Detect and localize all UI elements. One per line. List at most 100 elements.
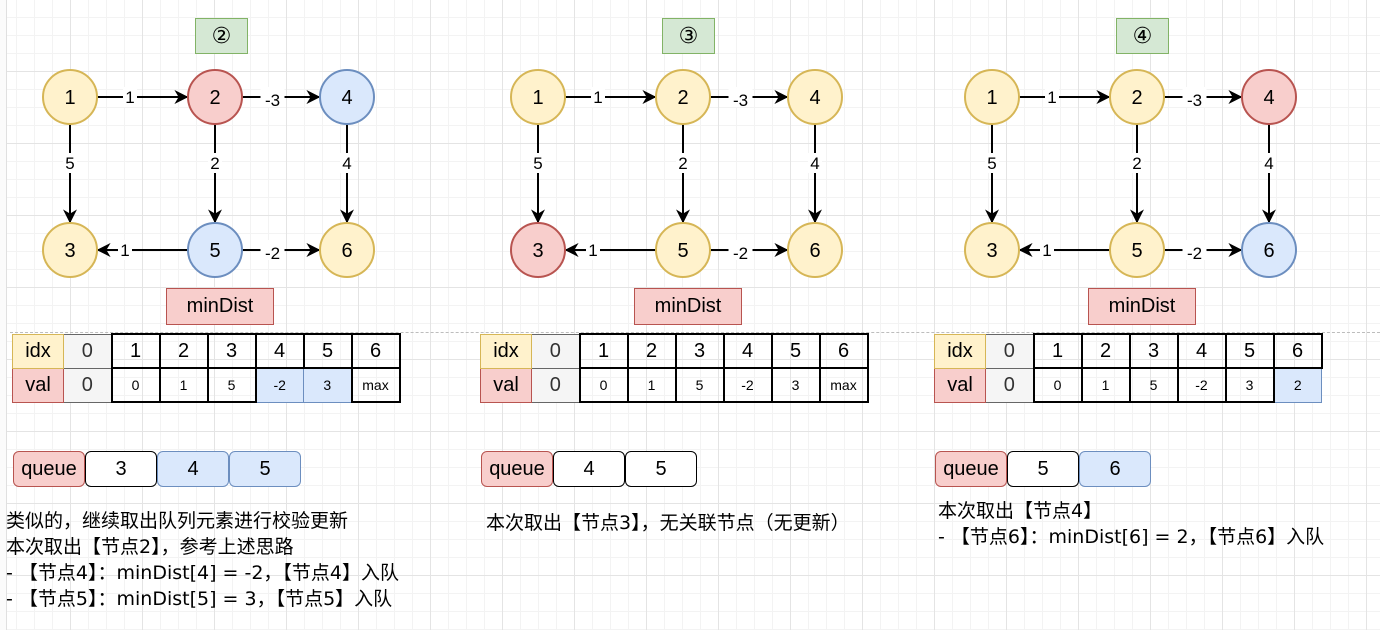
node-circle	[655, 222, 711, 278]
val-cell: 0	[531, 367, 580, 403]
edge-label-bg	[260, 240, 285, 260]
val-cell: 2	[1273, 367, 1322, 403]
edge-label-bg	[260, 87, 285, 107]
val-cell: 5	[674, 367, 725, 403]
queue-label: queue	[481, 451, 553, 487]
edge-label-bg	[1182, 87, 1207, 107]
idx-cell: 4	[722, 333, 773, 369]
node-circle	[319, 69, 375, 125]
val-header: val	[12, 367, 64, 403]
idx-cell: 3	[674, 333, 725, 369]
queue-item: 5	[229, 451, 301, 487]
graph-node-6: 6	[319, 222, 375, 278]
graph-node-3: 3	[42, 222, 98, 278]
idx-cell: 4	[254, 333, 305, 369]
step-badge: ④	[1116, 18, 1169, 54]
idx-cell: 6	[818, 333, 869, 369]
val-header: val	[480, 367, 532, 403]
idx-cell: 0	[985, 333, 1034, 369]
node-label: 3	[986, 240, 997, 262]
description-line: - 【节点5】：minDist[5] = 3，【节点5】入队	[6, 588, 393, 610]
val-cell: 5	[1128, 367, 1179, 403]
idx-cell: 2	[626, 333, 677, 369]
graph-node-5: 5	[655, 222, 711, 278]
edge-weight-label: 5	[987, 154, 996, 173]
edge-label-bg	[1130, 153, 1144, 173]
graph-node-6: 6	[787, 222, 843, 278]
edge-label-bg	[676, 153, 690, 173]
edge-label-bg	[118, 240, 132, 260]
node-circle	[1241, 69, 1297, 125]
node-label: 5	[1131, 240, 1142, 262]
step-description: 本次取出【节点3】，无关联节点（无更新）	[486, 510, 850, 536]
node-label: 3	[532, 240, 543, 262]
edge-weight-label: 4	[1264, 154, 1273, 173]
node-circle	[1109, 69, 1165, 125]
idx-cell: 3	[206, 333, 257, 369]
edge-label-bg	[728, 240, 753, 260]
graph-node-5: 5	[1109, 222, 1165, 278]
graph-node-4: 4	[787, 69, 843, 125]
val-cell: 3	[770, 367, 821, 403]
queue-item: 4	[553, 451, 625, 487]
node-circle	[510, 222, 566, 278]
node-label: 6	[341, 240, 352, 262]
graph-node-4: 4	[1241, 69, 1297, 125]
edge-weight-label: 5	[533, 154, 542, 173]
node-label: 6	[1263, 240, 1274, 262]
graph-node-6: 6	[1241, 222, 1297, 278]
step-description: 类似的，继续取出队列元素进行校验更新本次取出【节点2】，参考上述思路- 【节点4…	[6, 508, 399, 612]
graph-node-5: 5	[187, 222, 243, 278]
idx-cell: 1	[1032, 333, 1083, 369]
queue-item: 4	[157, 451, 229, 487]
edge-weight-label: -3	[733, 91, 748, 110]
val-cell: 3	[1224, 367, 1275, 403]
idx-header: idx	[12, 333, 64, 369]
step-badge: ③	[662, 18, 715, 54]
node-label: 2	[209, 87, 220, 109]
node-circle	[42, 69, 98, 125]
idx-cell: 6	[1272, 333, 1323, 369]
idx-cell: 0	[531, 333, 580, 369]
node-circle	[964, 69, 1020, 125]
node-label: 2	[1131, 87, 1142, 109]
idx-cell: 2	[1080, 333, 1131, 369]
val-cell: 0	[1032, 367, 1083, 403]
node-label: 5	[677, 240, 688, 262]
node-circle	[655, 69, 711, 125]
graph-node-1: 1	[510, 69, 566, 125]
node-label: 3	[64, 240, 75, 262]
edge-label-bg	[1262, 153, 1276, 173]
edge-weight-label: 4	[810, 154, 819, 173]
idx-cell: 5	[1224, 333, 1275, 369]
description-line: 本次取出【节点2】，参考上述思路	[6, 536, 294, 558]
step-badge: ②	[195, 18, 248, 54]
edge-weight-label: 1	[1047, 88, 1056, 107]
val-cell: max	[350, 367, 401, 403]
val-cell: 1	[158, 367, 209, 403]
edge-label-bg	[63, 153, 77, 173]
edge-label-bg	[728, 87, 753, 107]
idx-cell: 3	[1128, 333, 1179, 369]
page-break-line	[10, 332, 1380, 333]
graph-node-2: 2	[187, 69, 243, 125]
node-circle	[187, 69, 243, 125]
description-line: 本次取出【节点3】，无关联节点（无更新）	[486, 512, 850, 534]
node-label: 6	[809, 240, 820, 262]
idx-header: idx	[480, 333, 532, 369]
edge-weight-label: -3	[265, 91, 280, 110]
minDist-label: minDist	[1088, 288, 1196, 325]
node-label: 5	[209, 240, 220, 262]
idx-header: idx	[934, 333, 986, 369]
edge-weight-label: 4	[342, 154, 351, 173]
